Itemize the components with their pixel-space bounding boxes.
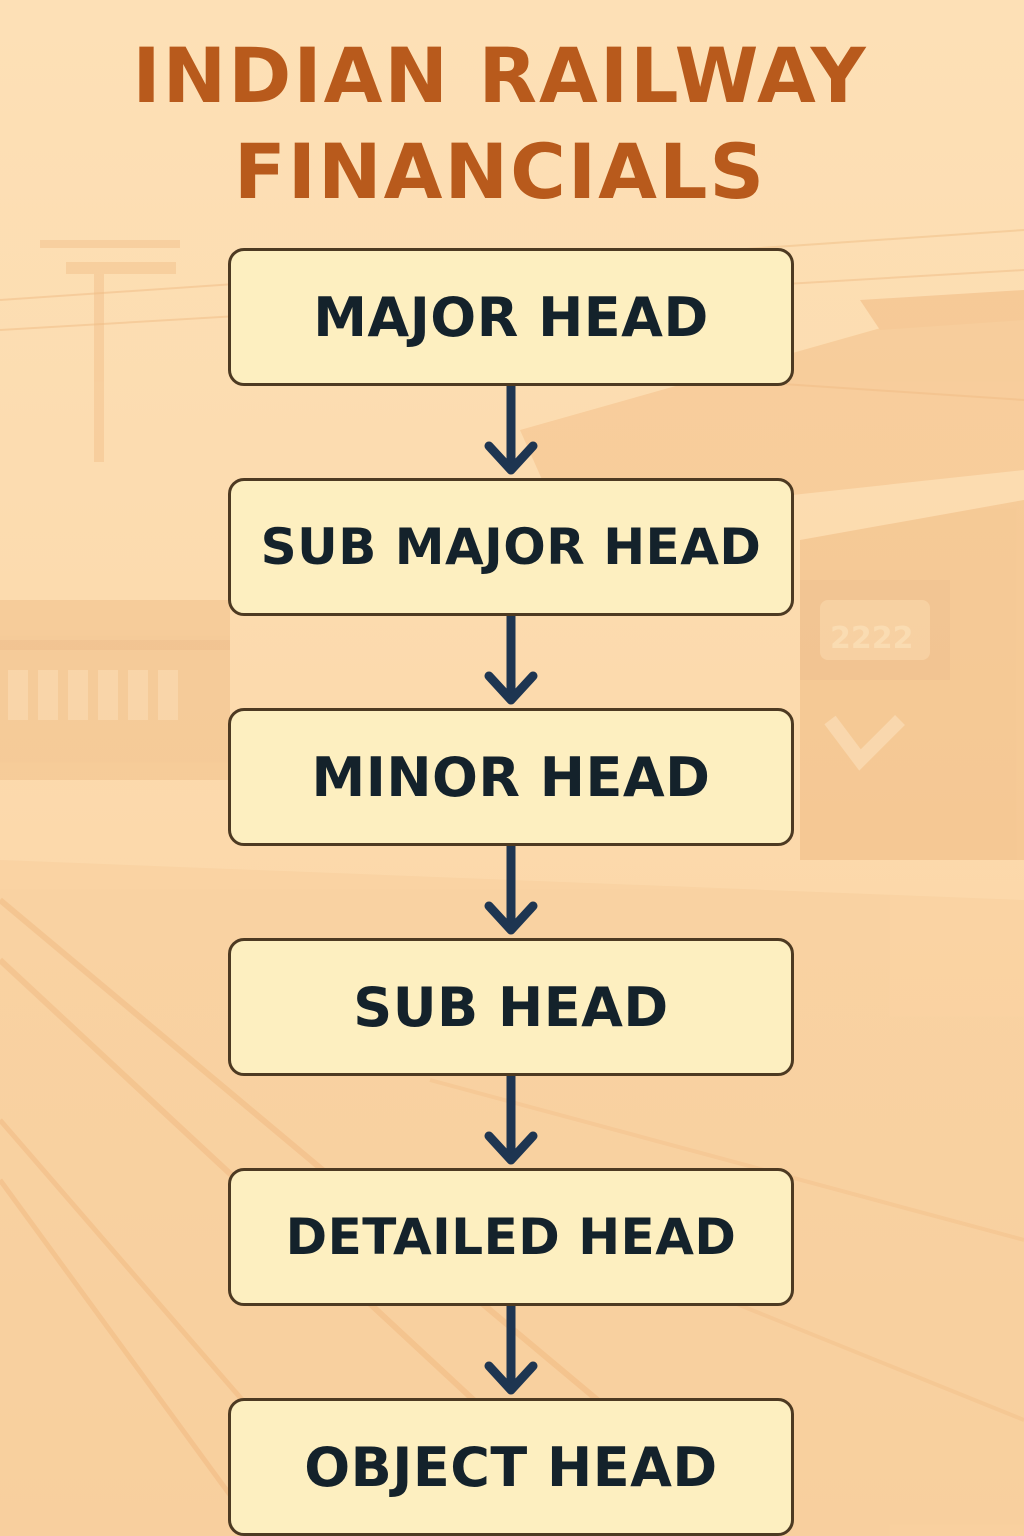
- title-line-2: FINANCIALS: [233, 127, 767, 216]
- sub-head-label: SUB HEAD: [353, 975, 669, 1039]
- title-line-1: INDIAN RAILWAY: [132, 31, 868, 120]
- sub-major-head-box: SUB MAJOR HEAD: [228, 478, 794, 616]
- detailed-head-label: DETAILED HEAD: [285, 1208, 737, 1266]
- sub-major-head-label: SUB MAJOR HEAD: [260, 518, 762, 576]
- station-canopy: [520, 290, 1024, 520]
- detailed-head-box: DETAILED HEAD: [228, 1168, 794, 1306]
- sub-head-box: SUB HEAD: [228, 938, 794, 1076]
- major-head-box: MAJOR HEAD: [228, 248, 794, 386]
- minor-head-box: MINOR HEAD: [228, 708, 794, 846]
- passenger-coaches: [0, 600, 230, 780]
- minor-head-label: MINOR HEAD: [311, 745, 711, 809]
- object-head-box: OBJECT HEAD: [228, 1398, 794, 1536]
- catenary-pole: [40, 240, 180, 462]
- locomotive: 2222: [800, 500, 1024, 860]
- locomotive-number: 2222: [830, 621, 914, 656]
- major-head-label: MAJOR HEAD: [313, 285, 709, 349]
- object-head-label: OBJECT HEAD: [304, 1435, 718, 1499]
